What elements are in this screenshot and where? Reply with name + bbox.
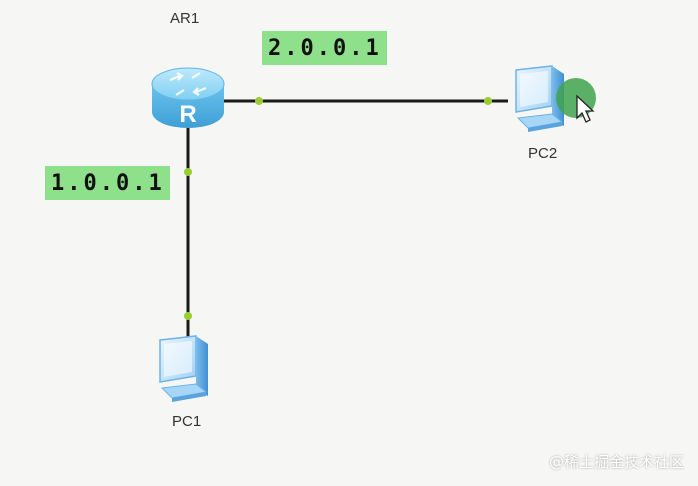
mouse-cursor-icon bbox=[556, 78, 596, 123]
router-label: AR1 bbox=[170, 10, 200, 27]
ip-address-tag-pc2-link: 2.0.0.1 bbox=[262, 31, 387, 65]
port-dot bbox=[484, 97, 492, 105]
link-router-pc1[interactable] bbox=[184, 128, 192, 338]
link-router-pc2[interactable] bbox=[224, 97, 508, 105]
port-dot bbox=[184, 168, 192, 176]
ip-address-tag-pc1-link: 1.0.0.1 bbox=[45, 166, 170, 200]
port-dot bbox=[255, 97, 263, 105]
pc1-label: PC1 bbox=[172, 413, 202, 430]
watermark: @稀土掘金技术社区 bbox=[548, 453, 684, 471]
svg-text:R: R bbox=[179, 101, 196, 128]
port-dot bbox=[184, 312, 192, 320]
pc2-label: PC2 bbox=[528, 145, 558, 162]
pc-icon[interactable] bbox=[515, 65, 564, 132]
pc-icon[interactable] bbox=[159, 335, 208, 402]
router-icon[interactable]: R bbox=[151, 67, 225, 128]
